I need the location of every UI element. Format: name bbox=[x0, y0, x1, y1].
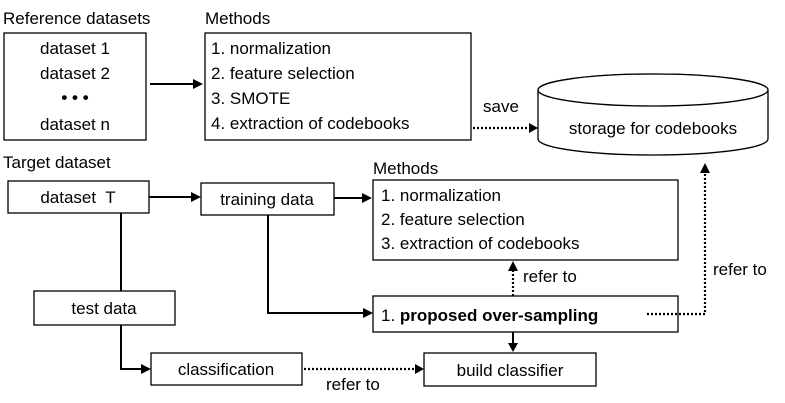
build-classifier-box bbox=[423, 352, 597, 387]
methods-bottom-item: 3. extraction of codebooks bbox=[381, 234, 579, 253]
methods-bottom-item: 2. feature selection bbox=[381, 210, 525, 229]
reference-datasets-box bbox=[3, 32, 147, 141]
training-data-label: training data bbox=[220, 190, 314, 209]
target-dataset-heading: Target dataset bbox=[3, 153, 111, 172]
arrow-head bbox=[191, 192, 201, 202]
methods-top-item: 4. extraction of codebooks bbox=[211, 114, 409, 133]
classification-box bbox=[150, 352, 303, 386]
test-data-label: test data bbox=[71, 299, 137, 318]
refer-to-classification-label: refer to bbox=[326, 375, 380, 394]
methods-top-box bbox=[204, 32, 472, 141]
storage-label: storage for codebooks bbox=[569, 119, 737, 138]
arrow-training-to-proposed bbox=[267, 215, 364, 314]
arrow-head bbox=[362, 193, 372, 203]
proposed-label: proposed over-sampling bbox=[400, 306, 598, 325]
arrow-head bbox=[363, 308, 373, 318]
arrow-head bbox=[529, 123, 538, 133]
proposed-oversampling-text: 1. proposed over-sampling bbox=[381, 306, 598, 325]
refer-to-methods-label: refer to bbox=[523, 267, 577, 286]
refer-to-storage-label: refer to bbox=[713, 260, 767, 279]
dataset-1-label: dataset 1 bbox=[40, 39, 110, 58]
arrow-head bbox=[508, 261, 518, 271]
ellipsis-label: • • • bbox=[61, 88, 88, 107]
arrow-head bbox=[508, 343, 518, 352]
methods-top-item: 3. SMOTE bbox=[211, 89, 290, 108]
methods-top-heading: Methods bbox=[205, 9, 270, 28]
save-label: save bbox=[483, 97, 519, 116]
methods-top-item: 2. feature selection bbox=[211, 64, 355, 83]
proposed-number: 1. bbox=[381, 306, 400, 325]
methods-top-item: 1. normalization bbox=[211, 39, 331, 58]
training-data-box bbox=[200, 182, 335, 216]
build-classifier-label: build classifier bbox=[457, 361, 564, 380]
arrow-head bbox=[193, 79, 203, 89]
test-data-box bbox=[33, 290, 176, 326]
dataset-n-label: dataset n bbox=[40, 115, 110, 134]
methods-bottom-box bbox=[372, 179, 679, 261]
arrow-head bbox=[415, 364, 424, 374]
dataset-t-label: dataset T bbox=[40, 188, 115, 207]
arrow-head bbox=[700, 163, 710, 173]
arrow-head bbox=[141, 364, 151, 374]
methods-bottom-item: 1. normalization bbox=[381, 186, 501, 205]
methods-bottom-heading: Methods bbox=[373, 159, 438, 178]
storage-cylinder bbox=[537, 73, 769, 156]
proposed-oversampling-box bbox=[372, 295, 679, 333]
dataset-2-label: dataset 2 bbox=[40, 64, 110, 83]
arrow-refer-storage bbox=[647, 173, 707, 316]
arrow-test-to-classification bbox=[120, 325, 142, 370]
reference-datasets-heading: Reference datasets bbox=[3, 9, 150, 28]
classification-label: classification bbox=[178, 360, 274, 379]
